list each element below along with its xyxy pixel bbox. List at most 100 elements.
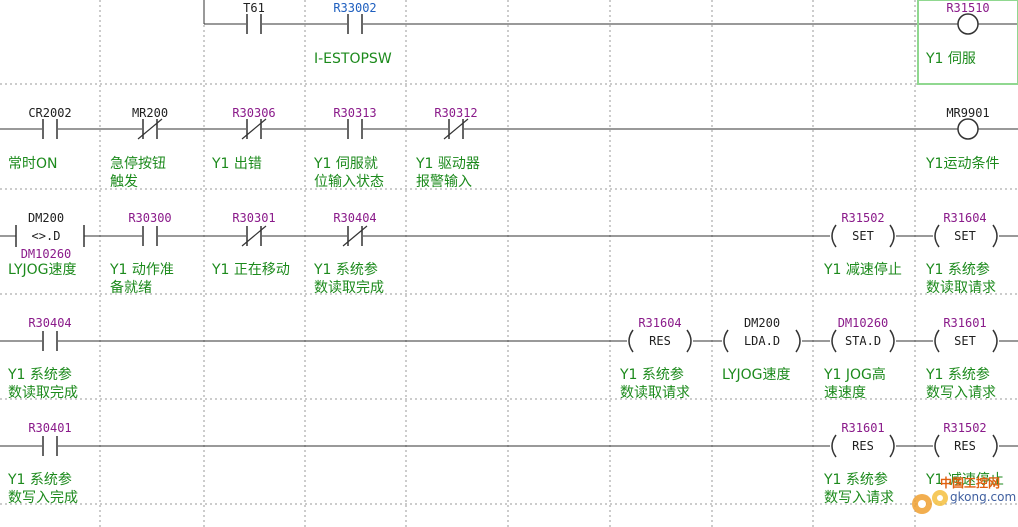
sta-dm10260-right-paren bbox=[889, 329, 895, 353]
sta-dm10260-label: DM10260 bbox=[837, 316, 889, 330]
contact-r30404b-gap bbox=[42, 331, 58, 351]
set-r31601-left-paren bbox=[934, 329, 940, 353]
contact-r33002-label: R33002 bbox=[333, 1, 377, 15]
coil-mr9901-label: MR9901 bbox=[946, 106, 990, 120]
set-r31604-label: R31604 bbox=[943, 211, 987, 225]
contact-cr2002-comment: 常时ON bbox=[8, 156, 58, 172]
contact-r30300-label: R30300 bbox=[128, 211, 172, 225]
contact-r30401-label: R30401 bbox=[28, 421, 72, 435]
contact-r30404b-comment: Y1 系统参 数读取完成 bbox=[8, 367, 78, 401]
set-r31502-comment: Y1 减速停止 bbox=[824, 262, 902, 278]
sta-comment: Y1 JOG高 速速度 bbox=[824, 367, 886, 401]
coil-mr9901 bbox=[957, 118, 979, 140]
res-r31601-comment: Y1 系统参 数写入请求 bbox=[824, 472, 894, 506]
sta-instruction: STA.D bbox=[844, 334, 882, 348]
contact-cr2002-label: CR2002 bbox=[28, 106, 72, 120]
coil-r31510 bbox=[957, 13, 979, 35]
set-r31601-right-paren bbox=[992, 329, 998, 353]
coil-mr9901-comment: Y1运动条件 bbox=[926, 156, 1000, 172]
contact-r30301-comment: Y1 正在移动 bbox=[212, 262, 290, 278]
set-r31601-comment: Y1 系统参 数写入请求 bbox=[926, 367, 996, 401]
watermark-title: 中国工控网 bbox=[940, 476, 1001, 490]
res-r31604-label: R31604 bbox=[638, 316, 682, 330]
contact-r30312-comment: Y1 驱动器 报警输入 bbox=[416, 156, 480, 190]
set-r31604-right-paren bbox=[992, 224, 998, 248]
contact-r30312-slash bbox=[443, 118, 469, 140]
set-r31604-left-paren bbox=[934, 224, 940, 248]
set-r31502-instruction: SET bbox=[852, 229, 874, 243]
res-r31502-label: R31502 bbox=[943, 421, 987, 435]
contact-r30313-label: R30313 bbox=[333, 106, 377, 120]
lda-comment: LYJOG速度 bbox=[722, 367, 791, 383]
res-r31601-left-paren bbox=[831, 434, 837, 458]
compare-dm200-label: DM200 bbox=[27, 211, 65, 225]
set-r31604-gap bbox=[933, 226, 999, 246]
contact-r30404-label: R30404 bbox=[333, 211, 377, 225]
contact-r30404-slash bbox=[342, 225, 368, 247]
set-r31601-instruction: SET bbox=[954, 334, 976, 348]
res-r31604-left-paren bbox=[628, 329, 634, 353]
set-r31502-gap bbox=[830, 226, 896, 246]
contact-r30404-comment: Y1 系统参 数读取完成 bbox=[314, 262, 384, 296]
selection-cursor[interactable] bbox=[917, 0, 1018, 85]
res-r31502-instruction: RES bbox=[954, 439, 976, 453]
res-r31604-right-paren bbox=[686, 329, 692, 353]
contact-r30300-gap bbox=[142, 226, 158, 246]
contact-t61-label: T61 bbox=[243, 1, 265, 15]
sta-dm10260-left-paren bbox=[831, 329, 837, 353]
res-r31601-label: R31601 bbox=[841, 421, 885, 435]
ladder-symbols bbox=[15, 13, 999, 458]
contact-r30401-comment: Y1 系统参 数写入完成 bbox=[8, 472, 78, 506]
contact-t61-gap bbox=[246, 14, 262, 34]
compare-operand-label: DM10260 bbox=[20, 247, 72, 261]
compare-box-gap bbox=[16, 225, 84, 247]
contact-r30401-gap bbox=[42, 436, 58, 456]
set-r31604-comment: Y1 系统参 数读取请求 bbox=[926, 262, 996, 296]
set-r31502-right-paren bbox=[889, 224, 895, 248]
set-r31604-instruction: SET bbox=[954, 229, 976, 243]
contact-r30313-comment: Y1 伺服就 位输入状态 bbox=[314, 156, 384, 190]
compare-instruction: <>.D bbox=[31, 229, 61, 243]
compare-comment: LYJOG速度 bbox=[8, 262, 77, 278]
contact-r30301-slash bbox=[241, 225, 267, 247]
contact-r33002-gap bbox=[347, 14, 363, 34]
watermark: 中国工控网 gkong.com bbox=[904, 468, 1018, 527]
contact-r30306-comment: Y1 出错 bbox=[212, 156, 262, 172]
set-r31502-left-paren bbox=[831, 224, 837, 248]
contact-r30306-slash bbox=[241, 118, 267, 140]
res-r31601-instruction: RES bbox=[852, 439, 874, 453]
sta-dm10260-gap bbox=[830, 331, 896, 351]
watermark-domain: gkong.com bbox=[950, 490, 1017, 504]
res-r31502-gap bbox=[933, 436, 999, 456]
contact-mr200-label: MR200 bbox=[131, 106, 169, 120]
contact-r33002-comment: I-ESTOPSW bbox=[314, 51, 392, 67]
res-r31604-gap bbox=[627, 331, 693, 351]
lda-dm200-left-paren bbox=[723, 329, 729, 353]
coil-r31510-label: R31510 bbox=[946, 1, 990, 15]
contact-cr2002-gap bbox=[42, 119, 58, 139]
contact-r30312-label: R30312 bbox=[434, 106, 478, 120]
set-r31601-gap bbox=[933, 331, 999, 351]
contact-mr200-comment: 急停按钮 触发 bbox=[110, 156, 166, 190]
coil-r31510-comment: Y1 伺服 bbox=[926, 51, 976, 67]
res-r31601-gap bbox=[830, 436, 896, 456]
res-r31502-comment: Y1 减速停止 bbox=[926, 472, 1004, 488]
contact-r30300-comment: Y1 动作准 备就绪 bbox=[110, 262, 174, 296]
set-r31601-label: R31601 bbox=[943, 316, 987, 330]
contact-r30404b-label: R30404 bbox=[28, 316, 72, 330]
res-r31604-instruction: RES bbox=[649, 334, 671, 348]
contact-mr200-slash bbox=[137, 118, 163, 140]
res-r31604-comment: Y1 系统参 数读取请求 bbox=[620, 367, 690, 401]
contact-r30306-label: R30306 bbox=[232, 106, 276, 120]
lda-dm200-right-paren bbox=[795, 329, 801, 353]
rung-wires bbox=[0, 0, 1018, 447]
lda-dm200-gap bbox=[722, 331, 802, 351]
lda-dm200-label: DM200 bbox=[743, 316, 781, 330]
res-r31502-right-paren bbox=[992, 434, 998, 458]
gear-logo-icon bbox=[912, 490, 948, 514]
set-r31502-label: R31502 bbox=[841, 211, 885, 225]
res-r31502-left-paren bbox=[934, 434, 940, 458]
res-r31601-right-paren bbox=[889, 434, 895, 458]
lda-instruction: LDA.D bbox=[743, 334, 781, 348]
